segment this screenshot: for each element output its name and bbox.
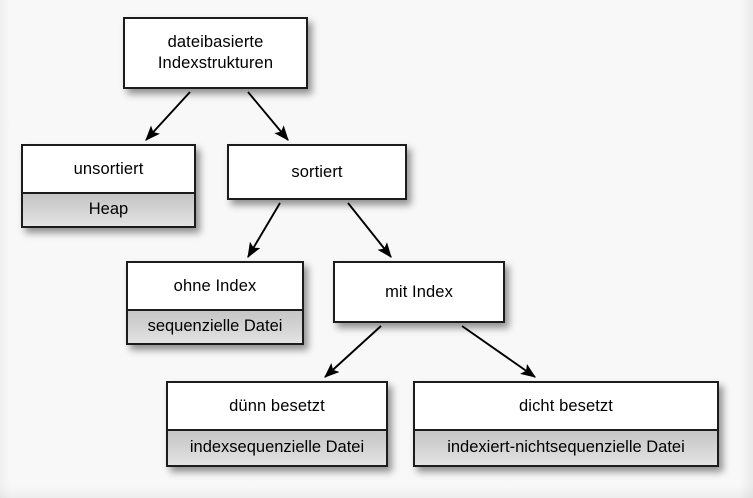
- node-unsortiert-subtitle: Heap: [23, 192, 194, 226]
- node-root[interactable]: dateibasierte Indexstrukturen: [123, 17, 308, 89]
- node-sortiert[interactable]: sortiert: [227, 144, 407, 200]
- node-ohne-index-title: ohne Index: [128, 263, 302, 309]
- node-root-title: dateibasierte Indexstrukturen: [125, 19, 306, 87]
- node-dicht-besetzt-subtitle: indexiert-nichtsequenzielle Datei: [415, 429, 717, 465]
- node-sortiert-title: sortiert: [229, 146, 405, 198]
- node-mit-index-title: mit Index: [335, 263, 503, 321]
- node-ohne-index-subtitle: sequenzielle Datei: [128, 309, 302, 343]
- node-duenn-besetzt-subtitle: indexsequenzielle Datei: [168, 429, 386, 465]
- edge-sortiert-to-mit-index: [347, 202, 392, 258]
- edge-mit-index-to-dicht: [461, 325, 536, 378]
- edge-root-to-sortiert: [247, 91, 289, 141]
- edge-root-to-unsortiert: [145, 91, 191, 141]
- node-mit-index[interactable]: mit Index: [333, 261, 505, 323]
- node-unsortiert-title: unsortiert: [23, 146, 194, 192]
- node-dicht-besetzt-title: dicht besetzt: [415, 383, 717, 429]
- edge-mit-index-to-duenn: [324, 325, 382, 378]
- edge-sortiert-to-ohne-index: [247, 202, 281, 258]
- node-duenn-besetzt-title: dünn besetzt: [168, 383, 386, 429]
